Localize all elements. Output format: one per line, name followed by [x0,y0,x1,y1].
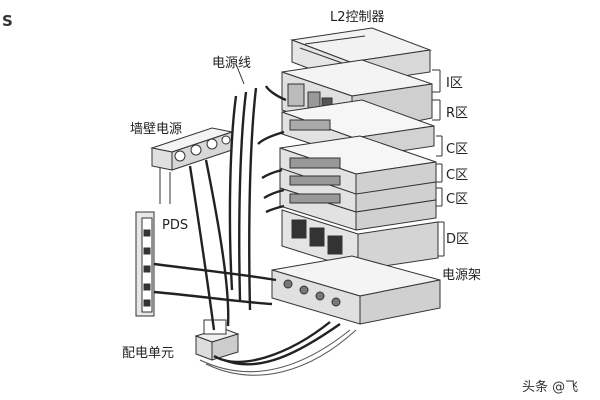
zone-label-4: C区 [446,168,469,183]
c-zone-unit-3 [279,187,437,231]
zone-label-6: D区 [446,232,470,247]
thin-cables [199,329,357,376]
watermark: 头条 @飞 [522,380,579,395]
zone-brackets [432,69,445,257]
label-l2-controller: L2控制器 [330,10,385,25]
power-rack-unit [271,255,441,325]
pds-strip [135,211,155,317]
wall-power-outlet [150,127,234,171]
power-cables [153,85,341,366]
label-pds: PDS [162,218,189,233]
zone-label-1: I区 [446,76,463,91]
label-power-rack: 电源架 [442,268,482,283]
label-power-cable: 电源线 [212,56,252,71]
zone-label-5: C区 [446,192,469,207]
zone-label-3: C区 [446,142,469,157]
corner-letter: S [2,12,13,30]
zone-label-2: R区 [446,106,469,121]
label-distribution-unit: 配电单元 [122,346,175,361]
distribution-unit-box [194,319,240,361]
label-wall-power: 墙壁电源 [130,122,183,137]
